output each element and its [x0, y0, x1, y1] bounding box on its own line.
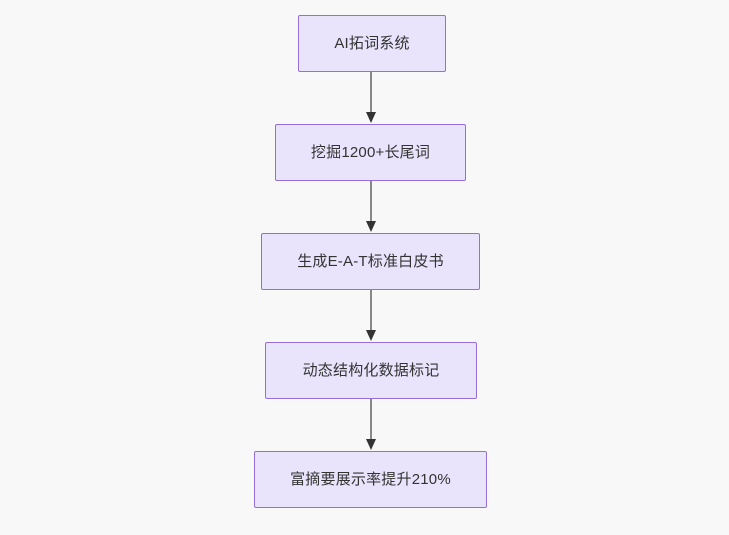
- flow-node-label: 挖掘1200+长尾词: [310, 143, 431, 161]
- flow-node-mine-longtail-keywords[interactable]: 挖掘1200+长尾词: [275, 124, 466, 181]
- flow-edge-n4-n5: [366, 399, 376, 451]
- flow-node-label: 动态结构化数据标记: [302, 361, 440, 379]
- flow-node-ai-keyword-system[interactable]: AI拓词系统: [298, 15, 446, 72]
- flow-node-dynamic-structured-data-markup[interactable]: 动态结构化数据标记: [265, 342, 477, 399]
- flow-edge-n1-n2: [366, 72, 376, 124]
- flow-node-label: 富摘要展示率提升210%: [290, 470, 451, 488]
- flow-node-generate-eat-whitepaper[interactable]: 生成E-A-T标准白皮书: [261, 233, 480, 290]
- flow-edge-n2-n3: [366, 181, 376, 233]
- flow-node-label: 生成E-A-T标准白皮书: [297, 252, 444, 270]
- flow-edge-n3-n4: [366, 290, 376, 342]
- flow-node-rich-snippet-impression-lift[interactable]: 富摘要展示率提升210%: [254, 451, 487, 508]
- flow-node-label: AI拓词系统: [334, 34, 410, 52]
